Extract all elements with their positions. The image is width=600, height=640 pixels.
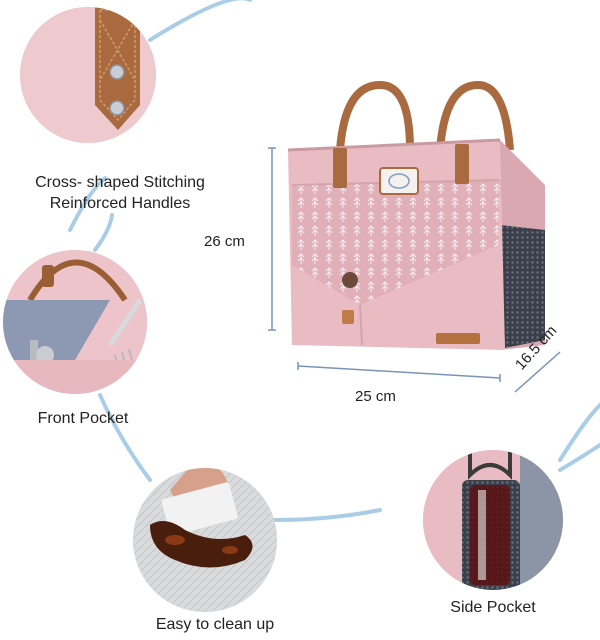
- front-pocket-caption: Front Pocket: [37, 410, 129, 427]
- side-pocket-caption: Side Pocket: [450, 599, 536, 616]
- front-pocket-circle: [3, 250, 147, 394]
- easy-clean-circle: [133, 468, 277, 612]
- side-pocket-circle: [423, 450, 563, 590]
- width-dimension-label: 25 cm: [355, 388, 396, 405]
- lunch-bag-main: [287, 80, 545, 350]
- easy-clean-caption: Easy to clean up: [155, 616, 275, 633]
- connector-lines: [68, 0, 600, 522]
- handles-closeup-circle: [20, 7, 156, 143]
- height-dimension-label: 26 cm: [204, 233, 245, 250]
- handles-caption-line1: Cross- shaped Stitching: [35, 174, 205, 191]
- handles-caption-line2: Reinforced Handles: [49, 195, 191, 212]
- dimension-lines: [268, 147, 561, 393]
- handles-caption: Cross- shaped Stitching Reinforced Handl…: [5, 172, 235, 214]
